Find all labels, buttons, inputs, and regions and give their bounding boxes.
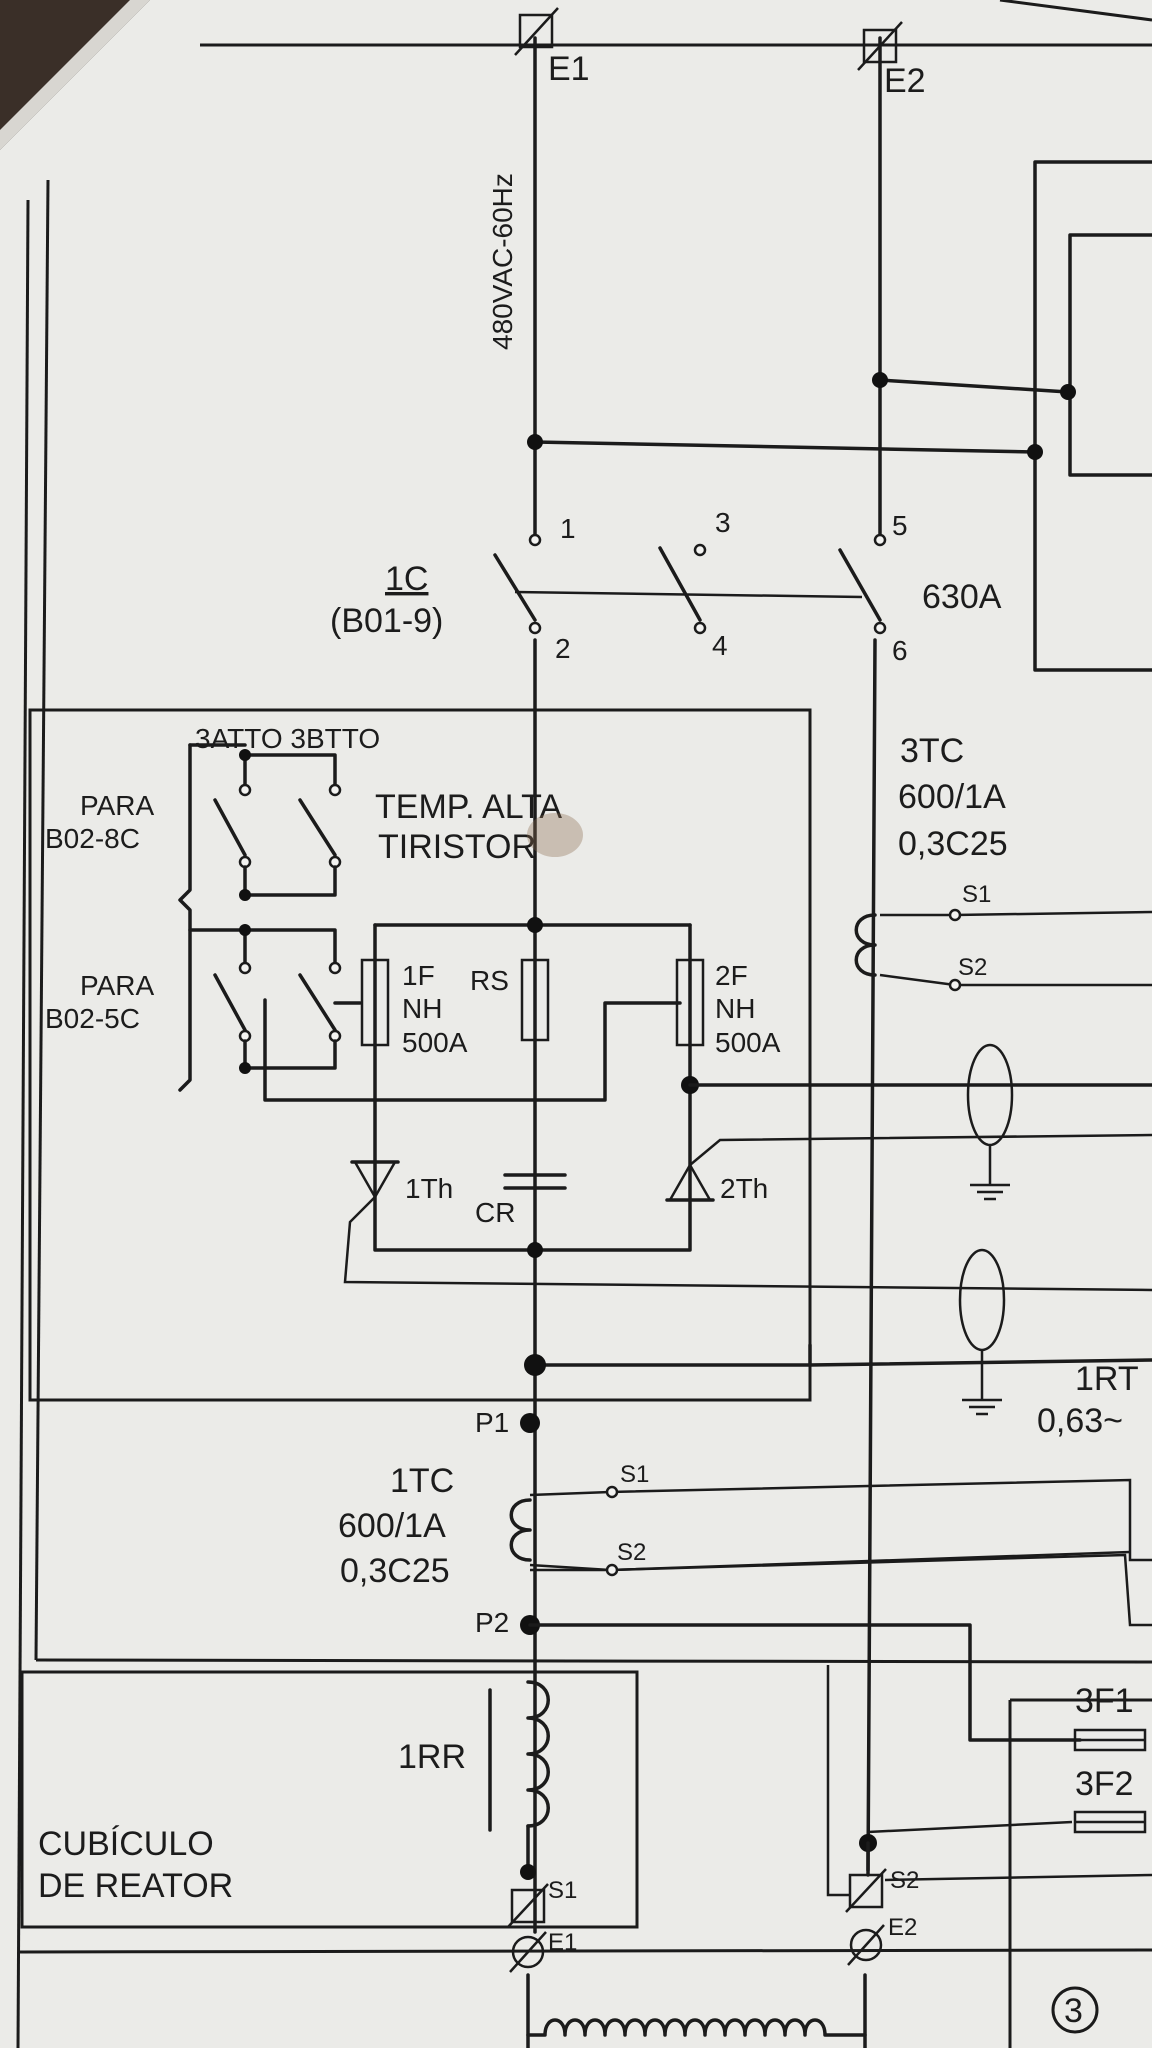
terminal-4: 4 bbox=[712, 630, 728, 661]
bottom-terminal-s1-e1 bbox=[507, 1883, 549, 1973]
terminal-1: 1 bbox=[560, 513, 576, 544]
shielded-cable-1 bbox=[966, 1043, 1014, 1201]
reactor-1rr bbox=[488, 1680, 550, 1880]
bottom-coil bbox=[526, 2018, 867, 2037]
supply-voltage-label: 480VAC-60Hz bbox=[487, 173, 518, 350]
thyristor-enclosure bbox=[28, 708, 812, 1402]
fuse-3f2 bbox=[867, 1810, 1147, 1834]
fuse-3f1-label: 3F1 bbox=[1075, 1682, 1134, 1720]
fuse-3f2-label: 3F2 bbox=[1075, 1765, 1134, 1803]
para-label-1a: PARA bbox=[80, 790, 154, 821]
thyristor-2th bbox=[665, 1133, 1152, 1202]
terminal-2: 2 bbox=[555, 633, 571, 664]
para-label-2b: B02-5C bbox=[45, 1003, 140, 1034]
breaker-name: 1C bbox=[385, 560, 428, 598]
ct-3tc-s1: S1 bbox=[962, 881, 991, 908]
fuse-2f-label: 2F bbox=[715, 960, 748, 991]
thyristor-bridge bbox=[343, 917, 1152, 1292]
thyristor-1th bbox=[343, 1160, 1152, 1292]
page-number: 3 bbox=[1064, 1992, 1083, 2030]
label-e2-top: E2 bbox=[884, 62, 926, 100]
terminal-6: 6 bbox=[892, 635, 908, 666]
right-side-wiring bbox=[533, 160, 1152, 672]
ct-3tc bbox=[854, 908, 1152, 992]
ct-1tc-s2: S2 bbox=[617, 1539, 646, 1566]
sheet-border bbox=[16, 0, 1152, 2048]
top-terminal-e1 bbox=[514, 7, 559, 56]
capacitor-cr bbox=[503, 1173, 567, 1190]
aux-contacts-label: 3ATTO 3BTTO bbox=[195, 723, 380, 754]
thyristor-2th-label: 2Th bbox=[720, 1173, 768, 1204]
para-label-1b: B02-8C bbox=[45, 823, 140, 854]
top-terminal-e2 bbox=[857, 21, 903, 71]
terminal-5: 5 bbox=[892, 510, 908, 541]
relay-1rt-rating: 0,63~ bbox=[1037, 1402, 1123, 1440]
bottom-label-s1: S1 bbox=[548, 1877, 577, 1904]
stain bbox=[527, 813, 583, 857]
page-number-badge: 3 bbox=[1051, 1986, 1099, 2034]
fuse-3f1 bbox=[1073, 1728, 1147, 1752]
para-label-2a: PARA bbox=[80, 970, 154, 1001]
label-e1-top: E1 bbox=[548, 50, 590, 88]
ct-1tc-s1: S1 bbox=[620, 1461, 649, 1488]
paper-fold bbox=[0, 0, 150, 150]
ct-3tc-class: 0,3C25 bbox=[898, 825, 1008, 863]
ct-3tc-s2: S2 bbox=[958, 954, 987, 981]
ct-1tc-name: 1TC bbox=[390, 1462, 454, 1500]
reactor-1rr-label: 1RR bbox=[398, 1738, 466, 1776]
capacitor-cr-label: CR bbox=[475, 1197, 515, 1228]
aux-contacts bbox=[178, 743, 682, 1102]
ct-1tc bbox=[509, 1478, 1152, 1627]
bottom-label-e1: E1 bbox=[548, 1929, 577, 1956]
cubicle-label-2: DE REATOR bbox=[38, 1867, 233, 1905]
relay-1rt-label: 1RT bbox=[1075, 1360, 1139, 1398]
label-p1: P1 bbox=[475, 1407, 509, 1438]
cubicle-label-1: CUBÍCULO bbox=[38, 1825, 214, 1863]
ct-1tc-class: 0,3C25 bbox=[340, 1552, 450, 1590]
fuse-2f-type: NH bbox=[715, 993, 755, 1024]
label-p2: P2 bbox=[475, 1607, 509, 1638]
tiristor-label: TIRISTOR bbox=[378, 828, 536, 866]
resistor-rs bbox=[520, 958, 550, 1042]
ct-3tc-ratio: 600/1A bbox=[898, 778, 1006, 816]
fuse-2f-rating: 500A bbox=[715, 1027, 781, 1058]
resistor-rs-label: RS bbox=[470, 965, 509, 996]
temp-alta-label: TEMP. ALTA bbox=[375, 788, 562, 826]
bottom-label-s2: S2 bbox=[890, 1867, 919, 1894]
reactor-cubicle bbox=[20, 1670, 639, 1929]
breaker-1c bbox=[493, 533, 887, 635]
shielded-cable-2 bbox=[958, 1248, 1006, 1416]
fuse-1f-label: 1F bbox=[402, 960, 435, 991]
breaker-rating: 630A bbox=[922, 578, 1002, 616]
fuse-1f-rating: 500A bbox=[402, 1027, 468, 1058]
terminal-3: 3 bbox=[715, 507, 731, 538]
ct-1tc-ratio: 600/1A bbox=[338, 1507, 446, 1545]
bottom-label-e2: E2 bbox=[888, 1914, 917, 1941]
ct-3tc-name: 3TC bbox=[900, 732, 964, 770]
fuse-1f-type: NH bbox=[402, 993, 442, 1024]
breaker-reference: (B01-9) bbox=[330, 602, 443, 640]
bottom-terminal-s2-e2 bbox=[826, 1665, 1152, 1966]
thyristor-1th-label: 1Th bbox=[405, 1173, 453, 1204]
